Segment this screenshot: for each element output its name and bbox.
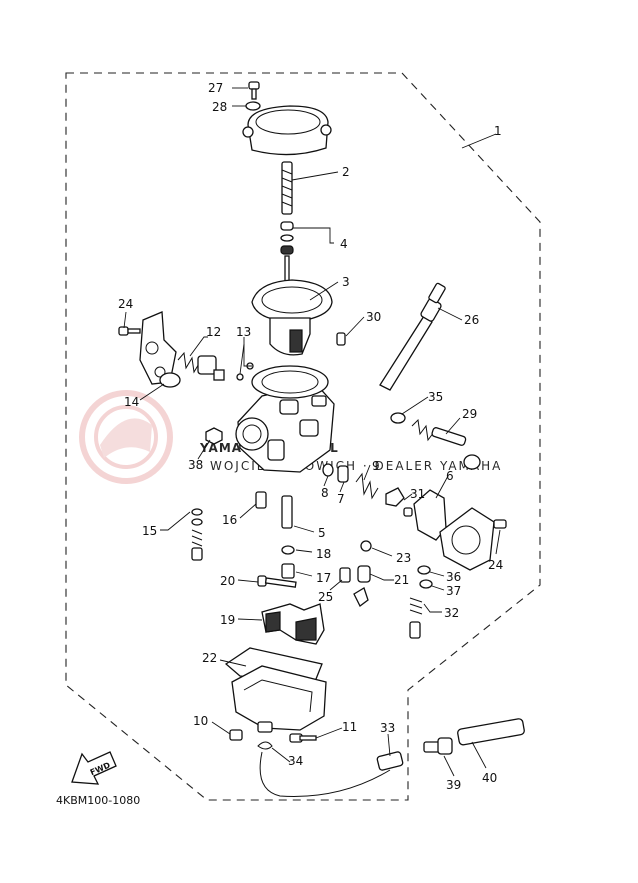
callout-23: 23 — [396, 551, 411, 565]
part-screw-10 — [229, 729, 243, 741]
callout-15: 15 — [142, 524, 157, 538]
callout-30: 30 — [366, 310, 381, 324]
callouts: 1 2 3 4 5 6 7 8 9 10 11 12 13 14 15 16 1… — [118, 81, 503, 792]
callout-25: 25 — [318, 590, 333, 604]
part-hose-26 — [379, 282, 446, 391]
leader-lines — [123, 87, 501, 777]
callout-28: 28 — [212, 100, 227, 114]
callout-34: 34 — [288, 754, 303, 768]
part-washer-18 — [281, 545, 295, 555]
callout-27: 27 — [208, 81, 223, 95]
part-throttle-bracket — [139, 311, 181, 388]
callout-21: 21 — [394, 573, 409, 587]
part-float-bowl — [231, 665, 327, 733]
callout-7: 7 — [337, 492, 345, 506]
callout-24-left: 24 — [118, 297, 133, 311]
part-fitting-25 — [339, 567, 351, 583]
callout-29: 29 — [462, 407, 477, 421]
part-hose-fitting-33 — [376, 751, 404, 771]
part-accel-pump-cover — [439, 507, 495, 571]
callout-14: 14 — [124, 395, 139, 409]
callout-2: 2 — [342, 165, 350, 179]
part-screw-11 — [289, 733, 317, 743]
callout-37: 37 — [446, 584, 461, 598]
part-diaphragm-3 — [251, 279, 333, 356]
callout-5: 5 — [318, 526, 326, 540]
part-jet-16 — [255, 491, 267, 509]
callout-31: 31 — [410, 487, 425, 501]
part-top-cover — [242, 105, 332, 156]
diagram-code: 4KBM100-1080 — [56, 794, 140, 807]
part-screw-20 — [257, 575, 297, 588]
part-spring-2 — [281, 161, 293, 215]
part-clip-34 — [257, 741, 273, 750]
parts — [118, 81, 525, 797]
part-carburetor-body — [235, 362, 335, 473]
callout-38: 38 — [188, 458, 203, 472]
part-o-ring-37 — [419, 579, 433, 589]
part-needle-jet-5 — [281, 495, 293, 529]
part-pilot-screw-29 — [411, 418, 481, 470]
callout-13: 13 — [236, 325, 251, 339]
part-o-ring-14 — [159, 372, 181, 388]
part-main-jet-17 — [281, 563, 295, 579]
callout-10: 10 — [193, 714, 208, 728]
part-jet-set-15 — [191, 508, 203, 561]
callout-6: 6 — [446, 469, 454, 483]
watermark-logo — [79, 390, 173, 484]
part-bracket-31 — [385, 487, 413, 517]
part-hose-fitting-39 — [423, 737, 453, 755]
callout-19: 19 — [220, 613, 235, 627]
callout-40: 40 — [482, 771, 497, 785]
part-washer-8 — [322, 463, 334, 477]
callout-11: 11 — [342, 720, 357, 734]
part-nut-38 — [205, 427, 223, 445]
callout-4: 4 — [340, 237, 348, 251]
part-screw-7 — [337, 465, 349, 483]
part-screw-24-right — [493, 519, 507, 529]
part-spring-9 — [355, 472, 379, 500]
callout-24-right: 24 — [488, 558, 503, 572]
part-needle-set-4 — [280, 221, 294, 287]
part-o-ring-36 — [417, 565, 431, 575]
part-throttle-screw-12 — [177, 351, 225, 381]
callout-12: 12 — [206, 325, 221, 339]
part-screw-24-left — [118, 326, 141, 336]
callout-17: 17 — [316, 571, 331, 585]
callout-9: 9 — [372, 459, 380, 473]
part-drain-hose — [259, 751, 391, 797]
part-float-19 — [261, 603, 325, 645]
part-plunger-32 — [409, 597, 423, 639]
fwd-arrow-icon: FWD — [71, 751, 117, 785]
callout-26: 26 — [464, 313, 479, 327]
callout-35: 35 — [428, 390, 443, 404]
assembly-boundary — [65, 72, 541, 801]
callout-8: 8 — [321, 486, 329, 500]
callout-32: 32 — [444, 606, 459, 620]
callout-36: 36 — [446, 570, 461, 584]
callout-33: 33 — [380, 721, 395, 735]
callout-3: 3 — [342, 275, 350, 289]
callout-20: 20 — [220, 574, 235, 588]
part-washer-35 — [390, 412, 406, 424]
callout-1: 1 — [494, 124, 502, 138]
part-screw-27 — [248, 81, 260, 100]
callout-39: 39 — [446, 778, 461, 792]
part-screw-30 — [336, 332, 346, 346]
part-ball-23 — [360, 540, 372, 552]
part-valve-21 — [353, 565, 371, 607]
part-washer-28 — [245, 101, 261, 111]
callout-22: 22 — [202, 651, 217, 665]
callout-18: 18 — [316, 547, 331, 561]
callout-16: 16 — [222, 513, 237, 527]
part-hose-40 — [457, 718, 525, 746]
